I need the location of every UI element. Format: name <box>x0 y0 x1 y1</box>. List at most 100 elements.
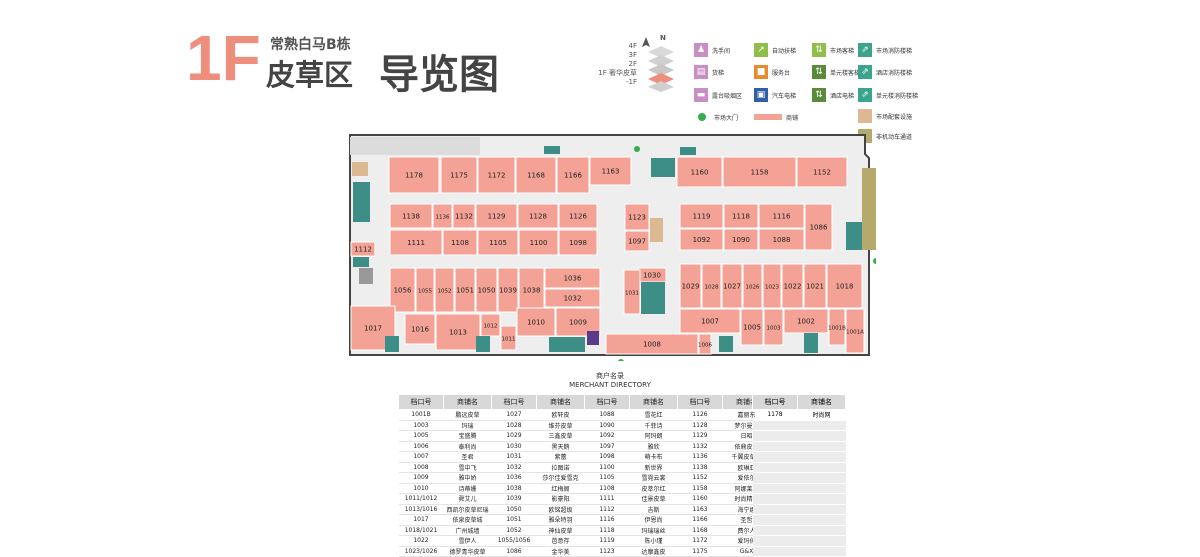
shop-unit[interactable]: 1108 <box>442 229 478 256</box>
shop-name-cell: 费尔人 <box>722 525 771 536</box>
shop-unit[interactable]: 1052 <box>434 267 455 313</box>
shop-unit[interactable]: 1001B <box>828 308 846 346</box>
floor-option[interactable]: 3F <box>628 51 637 59</box>
shop-unit[interactable]: 1012 <box>480 313 501 337</box>
shop-name-cell: 日昭 <box>722 430 771 442</box>
shop-number: 1036 <box>564 275 582 283</box>
shop-unit[interactable]: 1003 <box>763 308 784 346</box>
floor-option[interactable]: -1F <box>625 78 637 86</box>
table-row <box>752 483 846 494</box>
shop-unit[interactable]: 1175 <box>440 156 478 194</box>
shop-unit[interactable]: 1163 <box>589 156 632 186</box>
shop-unit[interactable]: 1008 <box>605 333 699 355</box>
shop-area <box>804 203 833 251</box>
shop-unit[interactable]: 1098 <box>558 229 598 256</box>
shop-unit[interactable]: 1136 <box>432 203 453 229</box>
shop-unit[interactable]: 1036 <box>544 267 601 289</box>
shop-unit[interactable]: 1118 <box>723 203 759 229</box>
shop-unit[interactable]: 1007 <box>679 308 741 334</box>
shop-unit[interactable]: 1055 <box>415 267 435 313</box>
shop-unit[interactable]: 1016 <box>404 313 436 345</box>
shop-swatch <box>754 114 782 120</box>
shop-unit[interactable]: 1056 <box>389 267 416 313</box>
shop-unit[interactable]: 1088 <box>758 228 805 251</box>
floor-option[interactable]: 4F <box>628 42 637 50</box>
fire-stair-south-2 <box>385 336 399 352</box>
shop-unit[interactable]: 1178 <box>388 156 440 194</box>
shop-unit[interactable]: 1030 <box>637 267 667 283</box>
shop-number: 1023 <box>765 285 779 291</box>
shop-unit[interactable]: 1050 <box>475 267 498 313</box>
shop-unit[interactable]: 1090 <box>723 228 759 251</box>
floor-option[interactable]: 2F <box>628 60 637 68</box>
shop-unit[interactable]: 1152 <box>796 156 848 188</box>
shop-unit[interactable]: 1018 <box>826 263 863 309</box>
shop-unit[interactable]: 1128 <box>517 203 559 229</box>
shop-unit[interactable]: 1097 <box>624 230 650 252</box>
shop-unit[interactable]: 1022 <box>781 263 804 309</box>
shop-name-cell: 海宁娜 <box>722 504 771 515</box>
shop-unit[interactable]: 1112 <box>350 241 376 257</box>
shop-unit[interactable]: 1166 <box>556 156 590 194</box>
shop-unit[interactable]: 1116 <box>758 203 805 229</box>
shop-unit[interactable]: 1039 <box>497 267 519 313</box>
shop-number: 1013 <box>449 329 467 337</box>
shop-unit[interactable]: 1111 <box>389 229 443 256</box>
shop-unit[interactable]: 1031 <box>623 269 641 315</box>
shop-unit[interactable]: 1129 <box>475 203 518 229</box>
shop-unit[interactable]: 1013 <box>435 313 481 351</box>
shop-unit[interactable]: 1026 <box>742 263 763 309</box>
shop-unit[interactable]: 1119 <box>679 203 724 229</box>
shop-unit[interactable]: 1123 <box>624 203 650 231</box>
shop-unit[interactable]: 1028 <box>701 263 722 309</box>
shop-area <box>516 307 556 337</box>
shop-unit[interactable]: 1002 <box>783 308 829 334</box>
shop-unit[interactable]: 1011 <box>500 325 517 351</box>
shop-unit[interactable]: 1100 <box>518 229 559 256</box>
shop-unit[interactable]: 1160 <box>676 156 723 188</box>
empty-cell <box>752 441 798 452</box>
shop-unit[interactable]: 1001A <box>845 308 865 354</box>
floor-option[interactable]: 1F 奢华皮草 <box>598 69 637 77</box>
shop-unit[interactable]: 1158 <box>722 156 797 188</box>
shop-number: 1011 <box>502 337 516 343</box>
shop-unit[interactable]: 1092 <box>679 228 724 251</box>
column-header-no: 档口号 <box>584 394 630 410</box>
shop-unit[interactable]: 1051 <box>454 267 476 313</box>
shop-name-cell: 雪中飞 <box>443 462 492 473</box>
shop-number-cell: 1136 <box>677 451 723 463</box>
shop-unit[interactable]: 1126 <box>558 203 598 229</box>
shop-unit[interactable]: 1172 <box>477 156 516 194</box>
shop-unit[interactable]: 1010 <box>516 307 556 337</box>
empty-cell <box>752 504 798 515</box>
shop-unit[interactable]: 1023 <box>762 263 782 309</box>
shop-unit[interactable]: 1038 <box>518 267 545 313</box>
shop-unit[interactable]: 1086 <box>804 203 833 251</box>
shop-unit[interactable]: 1029 <box>679 263 702 309</box>
table-row <box>752 441 846 452</box>
shop-number: 1088 <box>773 236 791 244</box>
shop-area <box>477 156 516 194</box>
shop-unit[interactable]: 1027 <box>721 263 743 309</box>
shop-number-cell: 1092 <box>584 430 630 442</box>
shop-number: 1008 <box>643 341 661 349</box>
shop-unit[interactable]: 1005 <box>740 308 764 346</box>
table-row <box>752 493 846 505</box>
shop-unit[interactable]: 1138 <box>389 203 433 229</box>
shop-area <box>758 203 805 229</box>
shop-name-cell: 黑天鹅 <box>536 441 585 452</box>
shop-unit[interactable]: 1168 <box>515 156 557 194</box>
legend-label: 市场消防楼梯 <box>876 47 913 55</box>
shop-unit[interactable]: 1006 <box>698 333 712 355</box>
shop-number: 1112 <box>354 246 372 254</box>
shop-number: 1108 <box>451 239 469 247</box>
shop-unit[interactable]: 1032 <box>544 288 601 308</box>
shop-unit[interactable]: 1132 <box>452 203 476 229</box>
empty-cell <box>752 462 798 473</box>
shop-number: 1017 <box>364 325 382 333</box>
shop-unit[interactable]: 1105 <box>477 229 519 256</box>
shop-unit[interactable]: 1021 <box>803 263 827 309</box>
empty-cell <box>797 451 846 463</box>
shop-name-cell: 雅朵特羽 <box>536 514 585 526</box>
